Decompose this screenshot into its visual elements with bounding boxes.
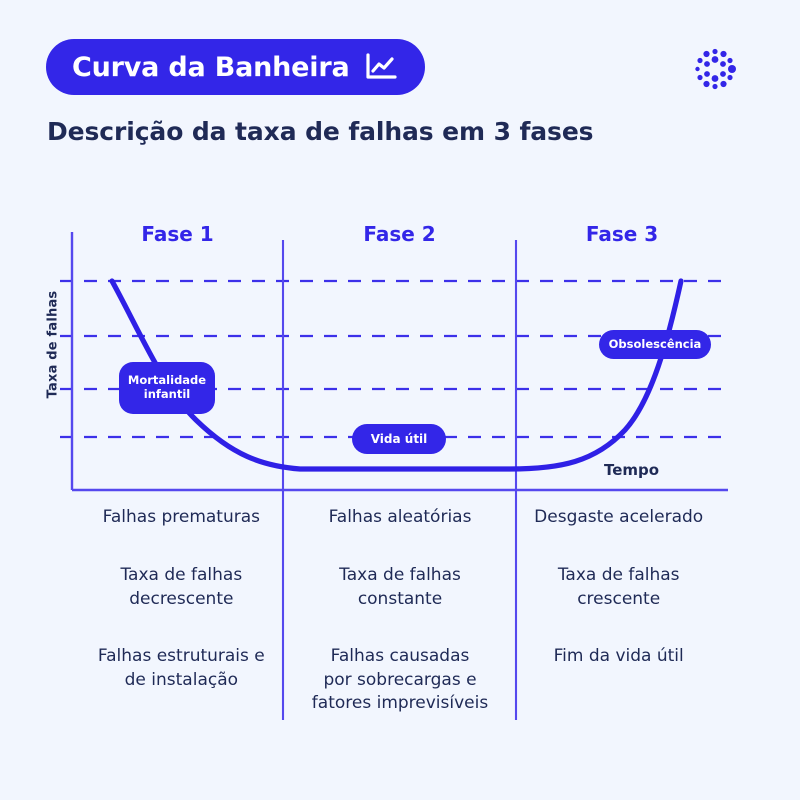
- phase-heading-2: Fase 2: [363, 222, 436, 246]
- title-badge: Curva da Banheira: [46, 39, 426, 95]
- phase-3-row-1: Desgaste acelerado: [534, 507, 704, 527]
- phase-dividers: [281, 240, 518, 720]
- y-axis-title: Taxa de falhas: [45, 290, 61, 399]
- annotation-vida-util: Vida útil: [352, 424, 446, 454]
- phase-1-row-1: Falhas prematuras: [102, 507, 261, 527]
- page-title: Curva da Banheira: [72, 51, 350, 83]
- phase-heading-1: Fase 1: [141, 222, 214, 246]
- chart-axes: [70, 232, 728, 492]
- x-axis-title: Tempo: [604, 461, 660, 479]
- dot-circle-logo-icon: [692, 46, 738, 92]
- phase-heading-3: Fase 3: [585, 222, 659, 246]
- line-chart-icon: [365, 53, 398, 81]
- phase-3-row-3: Fim da vida útil: [553, 646, 684, 667]
- page-subtitle: Descrição da taxa de falhas em 3 fases: [47, 117, 594, 146]
- phase-2-row-1: Falhas aleatórias: [328, 507, 472, 527]
- annotation-obsolescencia: Obsolescência: [599, 330, 711, 359]
